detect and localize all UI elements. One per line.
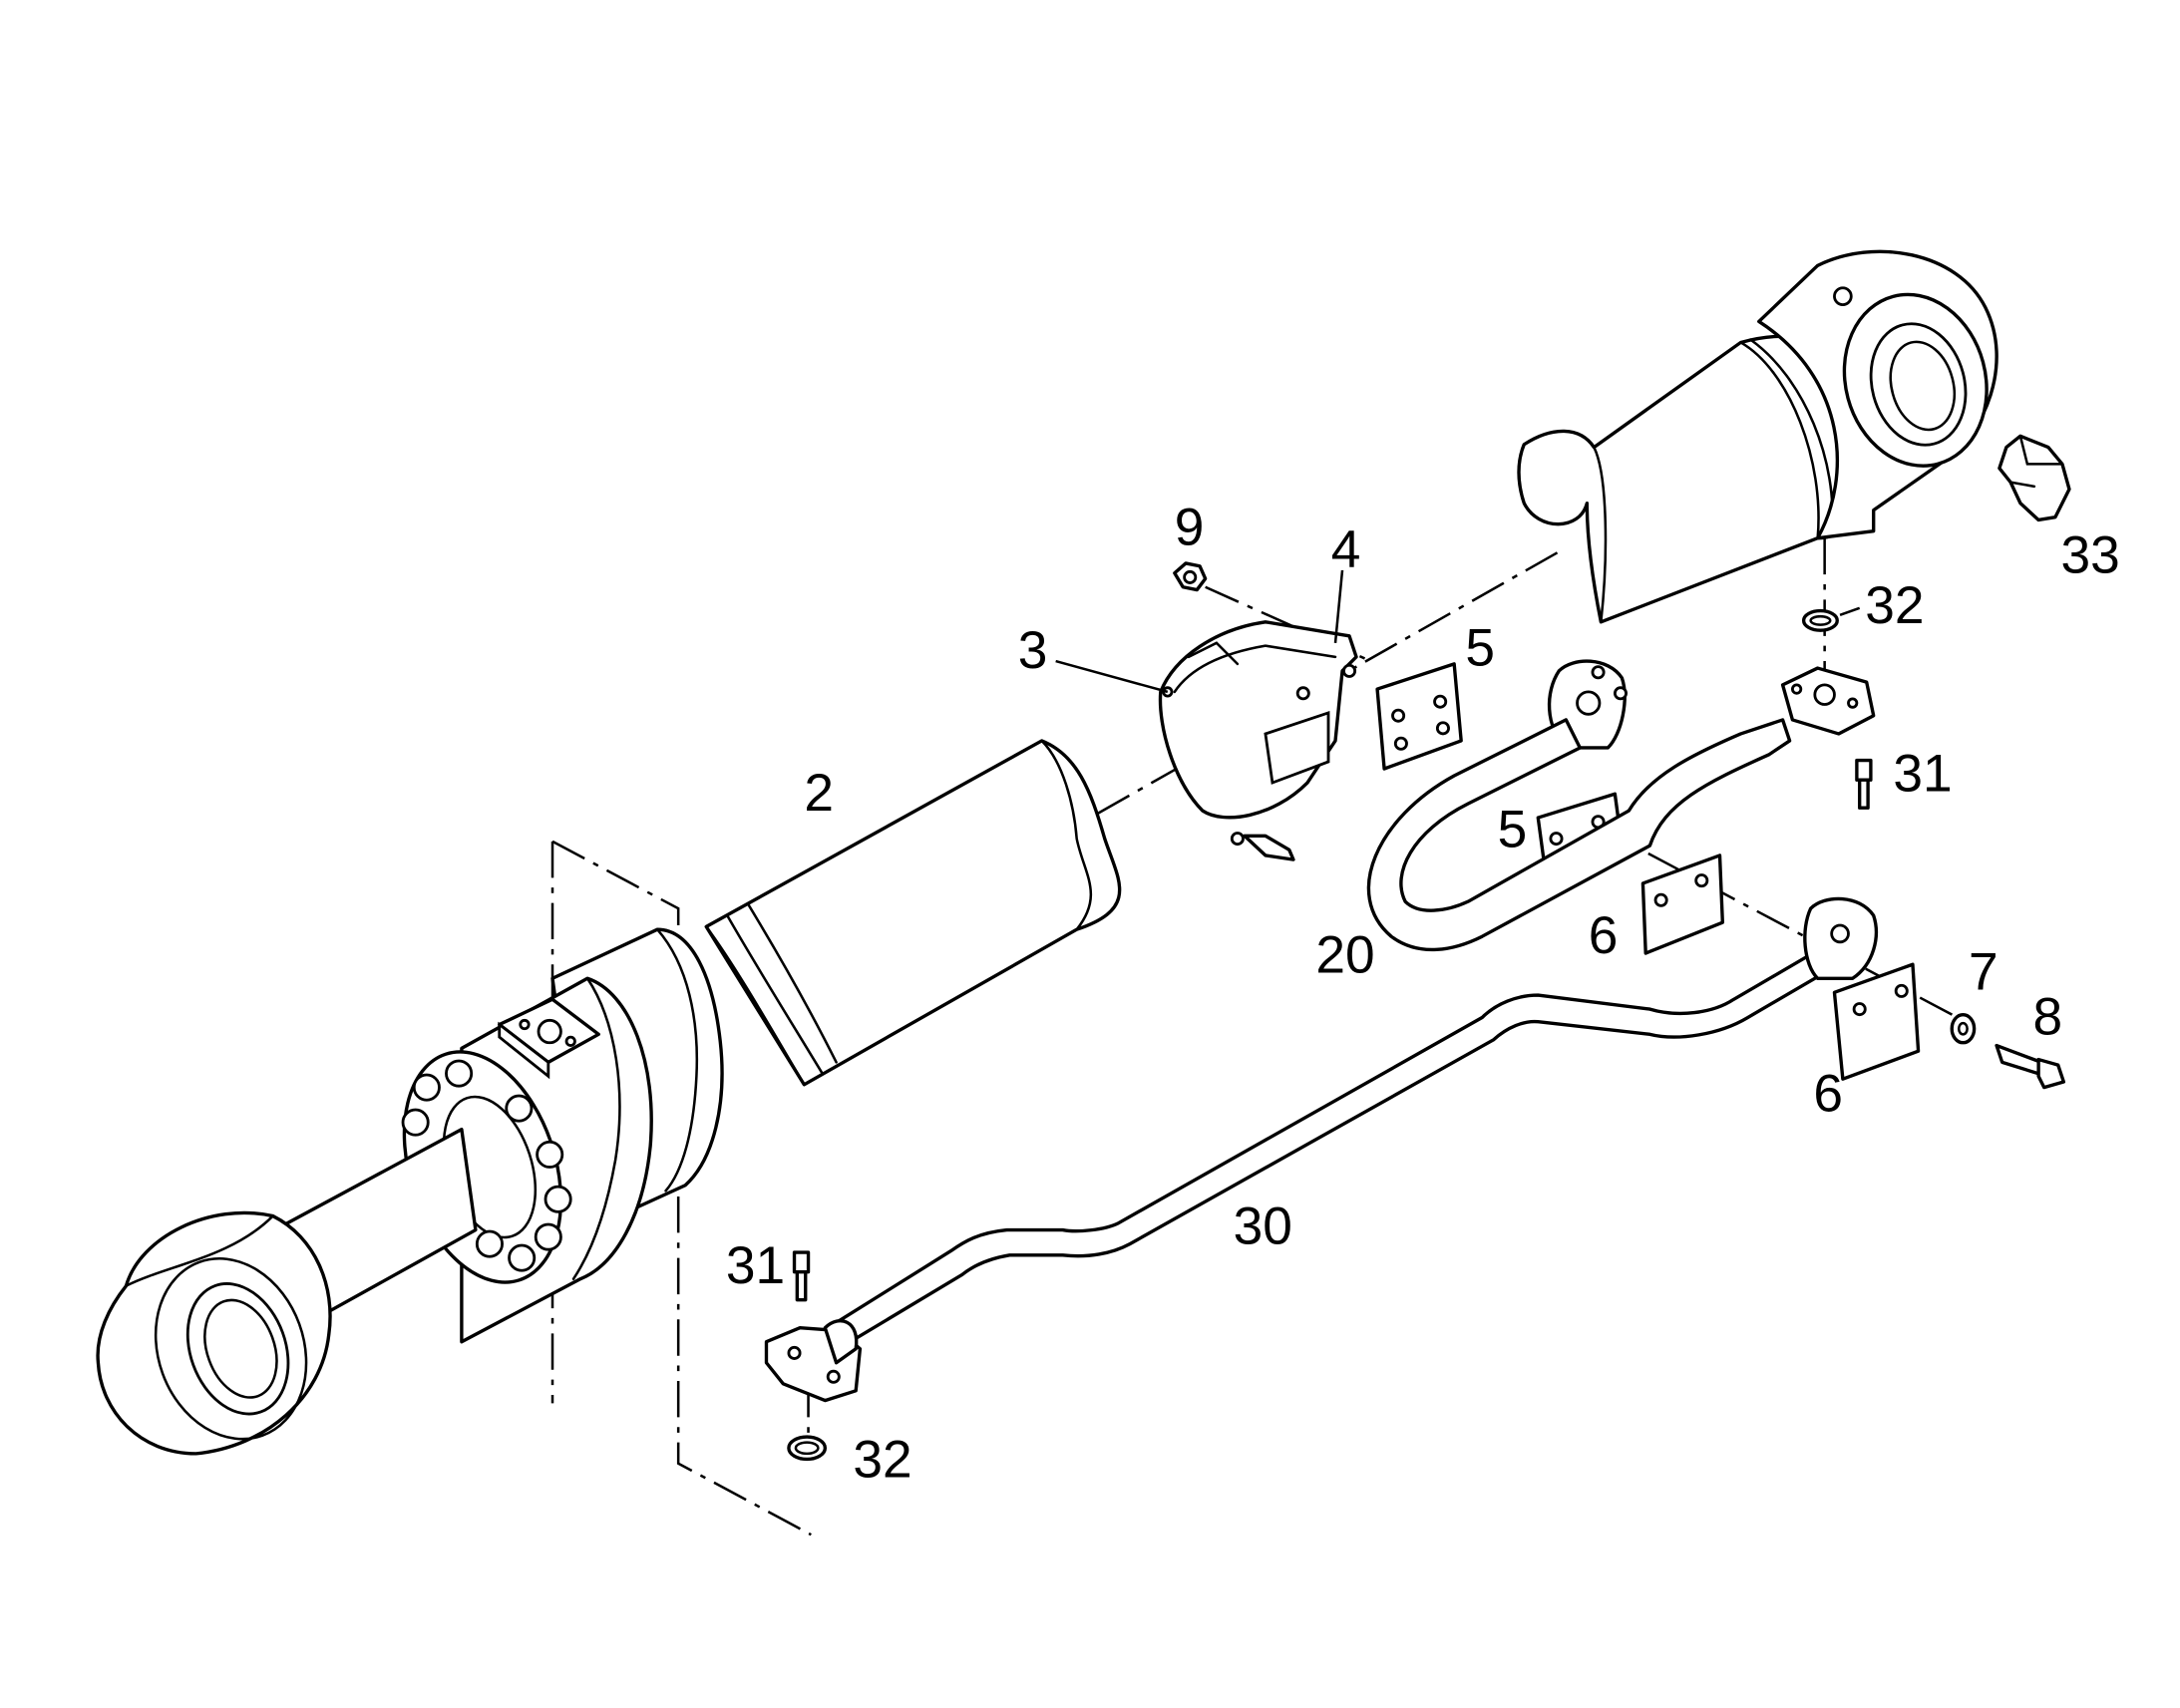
callout-33: 33 (2061, 526, 2120, 585)
callout-32-upper: 32 (1865, 576, 1924, 635)
socket-screw-left (792, 1250, 811, 1302)
callout-20: 20 (1315, 926, 1374, 985)
clamp-half-upper (1375, 662, 1463, 771)
nut (1173, 561, 1208, 592)
callout-30: 30 (1234, 1197, 1292, 1256)
hose-clamp (1158, 620, 1358, 861)
callout-labels: 2 3 4 5 5 6 6 7 8 9 20 30 31 31 32 32 33 (726, 499, 2120, 1490)
callout-9: 9 (1175, 499, 1205, 557)
callout-31-right: 31 (1893, 744, 1952, 803)
pipe-long (764, 896, 1878, 1403)
flange-bolts (401, 1059, 572, 1272)
cylinder-head-flange (401, 927, 724, 1344)
o-ring-upper (1801, 608, 1839, 632)
cylinder-bottom (1517, 249, 1998, 624)
washer (1950, 1013, 1977, 1045)
callout-6-upper: 6 (1589, 906, 1619, 965)
leader-lines (1055, 569, 1861, 694)
callout-31-left: 31 (726, 1236, 785, 1295)
o-ring-lower (787, 1435, 828, 1462)
callout-6-lower: 6 (1813, 1064, 1843, 1123)
callout-5-lower: 5 (1498, 800, 1528, 858)
callout-4: 4 (1331, 520, 1361, 579)
callout-2: 2 (804, 764, 834, 823)
clamp-plate-upper (1640, 854, 1724, 955)
clamp-plate-lower (1832, 962, 1921, 1081)
callout-3: 3 (1018, 621, 1048, 680)
pipe-u-shaped (1366, 659, 1792, 952)
callout-8: 8 (2033, 987, 2063, 1046)
pipe-flange-right (1780, 666, 1876, 736)
callout-32-lower: 32 (853, 1431, 911, 1490)
rod-eye (96, 1210, 332, 1456)
callout-7: 7 (1969, 942, 1998, 1001)
grease-fitting (1998, 434, 2071, 522)
callout-5-upper: 5 (1465, 618, 1495, 677)
hex-bolt (1995, 1043, 2066, 1090)
socket-screw-right (1855, 758, 1873, 810)
cylinder-barrel (704, 739, 1122, 1087)
